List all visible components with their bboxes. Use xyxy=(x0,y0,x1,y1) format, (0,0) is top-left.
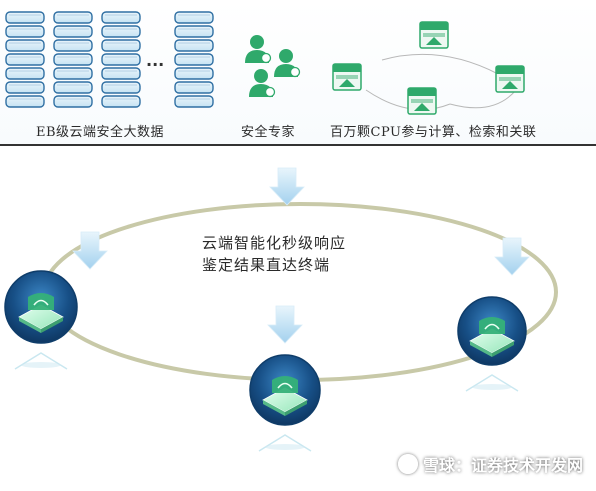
security-experts-label: 安全专家 xyxy=(241,125,296,140)
data-flow-arrow-right-icon xyxy=(494,237,530,276)
database-stack-2-icon xyxy=(53,11,93,108)
cpu-computing-label: 百万颗CPU参与计算、检索和关联 xyxy=(330,125,537,140)
endpoint-node-left-icon xyxy=(4,270,78,370)
cycle-description: 云端智能化秒级响应 鉴定结果直达终端 xyxy=(202,232,402,276)
data-flow-arrow-bottom-icon xyxy=(267,305,303,344)
bigdata-label: EB级云端安全大数据 xyxy=(36,125,165,140)
database-stack-1-icon xyxy=(5,11,45,108)
security-expert-3-icon xyxy=(249,69,276,98)
cpu-server-4-icon xyxy=(407,87,437,115)
response-cycle xyxy=(4,167,558,452)
database-stack-4-icon xyxy=(174,11,214,108)
watermark-text: 雪球：证券技术开发网 xyxy=(423,456,584,475)
cpu-link-line-1 xyxy=(381,53,499,75)
top-panel-art xyxy=(245,21,525,115)
snowball-logo-icon xyxy=(398,454,418,474)
security-expert-1-icon xyxy=(245,35,272,64)
security-expert-2-icon xyxy=(274,49,301,78)
data-flow-arrow-top-icon xyxy=(269,167,305,206)
cycle-description-line-2: 鉴定结果直达终端 xyxy=(202,256,331,274)
cpu-server-1-icon xyxy=(419,21,449,49)
ellipsis-text: ... xyxy=(146,51,164,70)
endpoint-node-bottom-icon xyxy=(249,354,321,452)
data-flow-arrow-left-icon xyxy=(72,231,108,270)
cpu-server-2-icon xyxy=(332,63,362,91)
watermark: 雪球：证券技术开发网 xyxy=(398,452,583,476)
database-stacks: ... xyxy=(5,11,214,108)
cpu-link-line-3 xyxy=(449,89,517,109)
cpu-server-3-icon xyxy=(495,65,525,93)
cycle-description-line-1: 云端智能化秒级响应 xyxy=(202,234,347,252)
endpoint-node-right-icon xyxy=(457,296,527,392)
database-stack-3-icon xyxy=(101,11,141,108)
